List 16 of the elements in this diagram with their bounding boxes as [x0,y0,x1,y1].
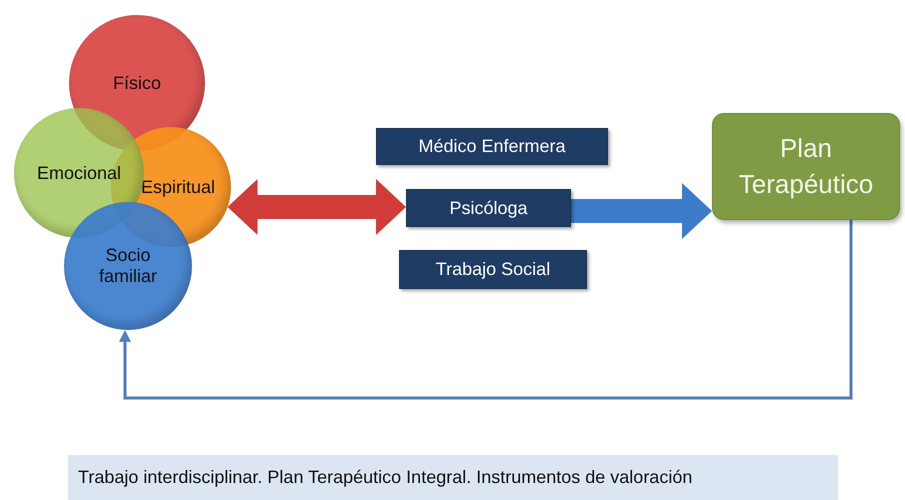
plan-box [712,113,900,220]
arrow [119,220,852,400]
team-role-box [376,128,608,165]
node-label: Socio familiar [98,245,158,287]
block-arrow [571,183,712,239]
node-label: Espiritual [140,176,216,198]
node-label: Plan Terapéutico [738,132,874,200]
block-arrow [228,179,406,235]
node-label: Psicóloga [449,198,528,218]
node-label: Médico Enfermera [418,136,566,157]
node-label: Físico [112,72,161,94]
team-role-box [399,250,587,289]
team-role-box [406,189,571,227]
caption-text: Trabajo interdisciplinar. Plan Terapéutico Integral. Instrumentos de valoración [68,455,838,500]
node-label: Emocional [36,162,122,184]
node-label: Trabajo Social [436,259,550,280]
